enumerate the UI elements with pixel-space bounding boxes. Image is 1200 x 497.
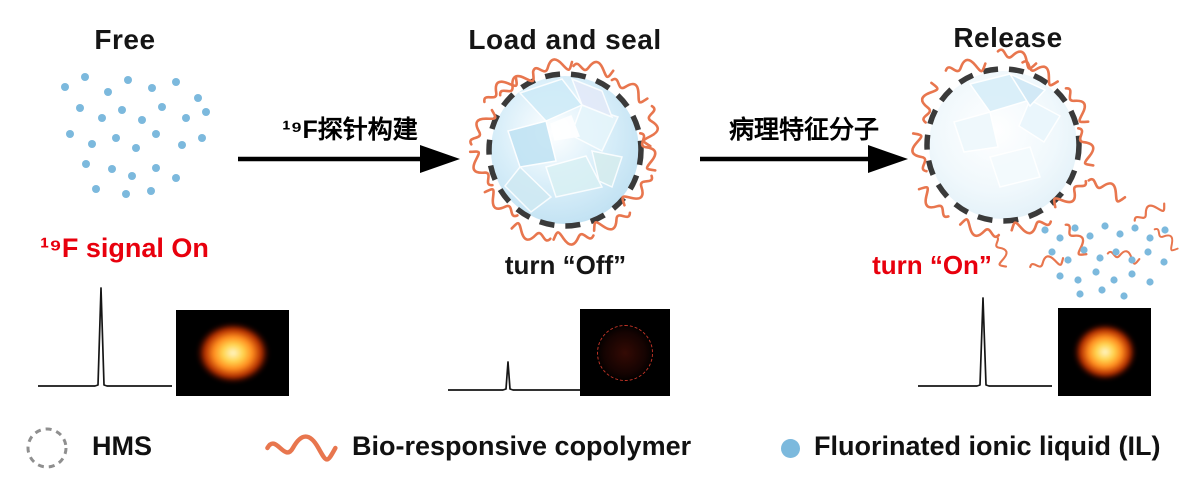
mri-image-dark-off xyxy=(580,309,670,396)
copolymer-corona xyxy=(911,48,1095,238)
released-ionic-liquid-dots xyxy=(1041,222,1169,300)
copolymer-legend-icon xyxy=(265,434,338,462)
released-copolymer-and-dots xyxy=(994,177,1179,300)
arrow2-label: 病理特征分子 xyxy=(728,116,879,144)
nmr-spectrum-on xyxy=(918,297,1052,387)
mri-hot-signal xyxy=(1072,323,1137,381)
section-title-release: Release xyxy=(953,22,1063,53)
sphere-facets xyxy=(503,77,623,213)
free-ionic-liquid-dots xyxy=(61,73,210,198)
section-title-load-seal: Load and seal xyxy=(468,24,662,55)
legend-label-copolymer: Bio-responsive copolymer xyxy=(352,431,692,461)
section-title-free: Free xyxy=(94,24,156,55)
hms-sphere-releasing xyxy=(911,48,1095,238)
mri-image-bright-on xyxy=(1058,308,1151,396)
arrow-1 xyxy=(238,145,460,173)
ionic-liquid-legend-icon xyxy=(781,439,800,458)
arrow1-label: ¹⁹F探针构建 xyxy=(282,116,418,144)
turn-on-label: turn “On” xyxy=(872,250,992,280)
mri-faint-ring xyxy=(597,324,653,381)
sphere-facets xyxy=(953,72,1062,188)
nmr-spectrum-off xyxy=(448,361,582,391)
mri-hot-signal xyxy=(195,322,270,384)
signal-on-label: ¹⁹F signal On xyxy=(40,233,209,263)
hms-dashed-shell xyxy=(924,66,1082,224)
legend-label-ionic-liquid: Fluorinated ionic liquid (IL) xyxy=(814,431,1161,461)
hms-sphere-loaded xyxy=(468,58,660,246)
hms-legend-icon xyxy=(26,427,68,469)
arrow-2 xyxy=(700,145,908,173)
arrow-head xyxy=(868,145,908,173)
copolymer-corona xyxy=(468,58,660,246)
legend-label-hms: HMS xyxy=(92,431,152,461)
nmr-spectrum-free xyxy=(38,287,172,387)
hms-dashed-shell xyxy=(486,71,644,229)
arrow-head xyxy=(420,145,460,173)
turn-off-label: turn “Off” xyxy=(504,250,627,280)
mri-image-bright-free xyxy=(176,310,289,396)
